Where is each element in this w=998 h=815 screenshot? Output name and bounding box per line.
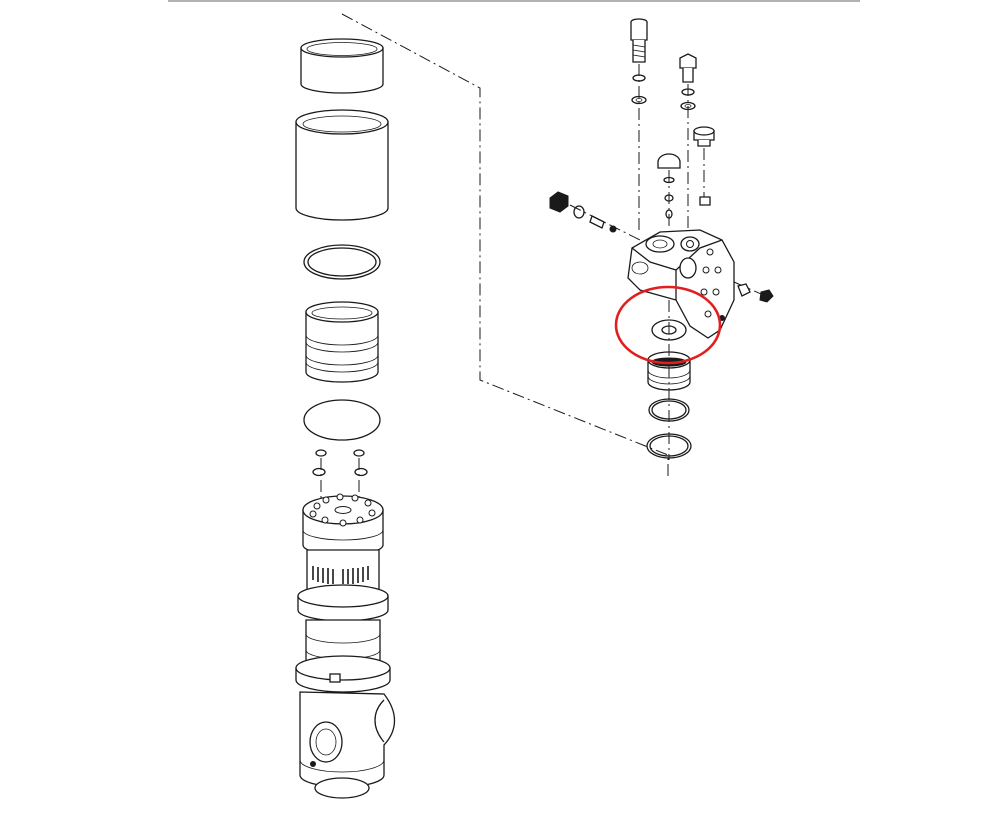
left-column-assembly [295, 38, 396, 799]
large-o-ring [303, 244, 381, 280]
piston [305, 301, 379, 383]
top-sleeve [300, 38, 384, 94]
valve-head-body [627, 229, 771, 339]
right-valve-assembly [549, 18, 774, 460]
thin-disc [303, 399, 381, 441]
cap-screw [630, 18, 648, 230]
dome-cap [657, 153, 681, 230]
main-body [295, 493, 396, 799]
highlight-circle [614, 285, 722, 365]
large-cylinder [295, 109, 389, 221]
right-fittings [719, 283, 774, 321]
assembly-connection-lines [341, 13, 669, 480]
plug-top [693, 126, 715, 206]
hex-bolt [679, 53, 697, 230]
small-washers [312, 449, 368, 505]
side-fitting [549, 191, 641, 241]
